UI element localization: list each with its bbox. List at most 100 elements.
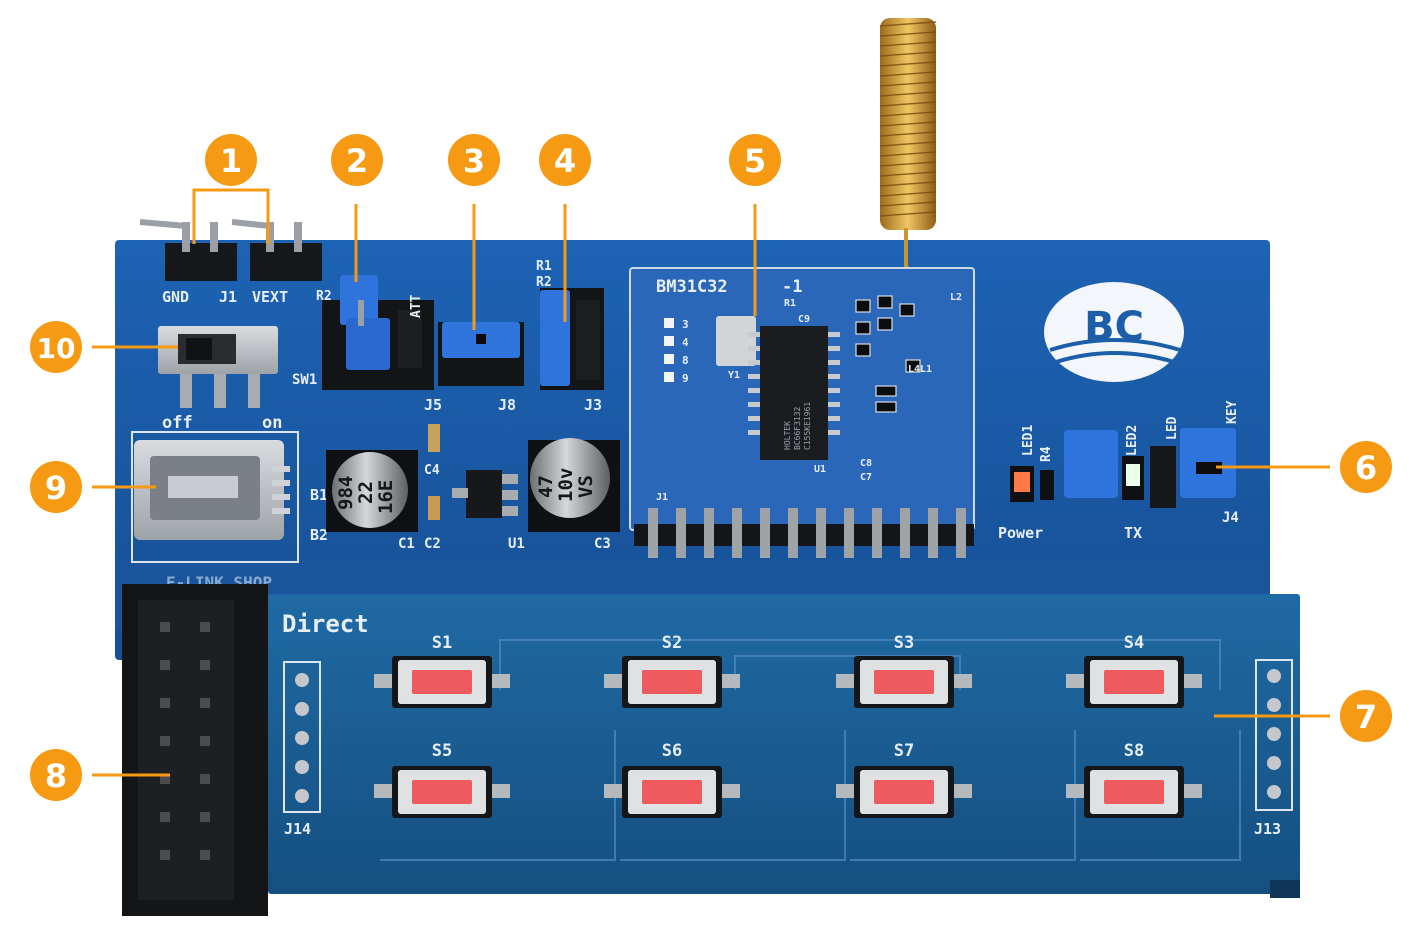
label-j4: J4	[1222, 510, 1239, 526]
label-j3: J3	[584, 396, 602, 414]
callout-9: 9	[45, 469, 67, 507]
spring-antenna	[879, 18, 937, 291]
switch-s7	[836, 766, 972, 818]
module-label-c9: C9	[798, 314, 810, 325]
callout-1: 1	[220, 142, 242, 180]
callout-8: 8	[45, 757, 67, 795]
module-label-c7: C7	[860, 472, 872, 483]
cap1-line2: 22	[355, 481, 377, 504]
led-jumper-area	[1010, 428, 1236, 508]
callout-circle-7	[1340, 690, 1392, 742]
label-s6: S6	[662, 741, 682, 761]
switch-s4	[1066, 656, 1202, 708]
bc-logo	[1044, 282, 1184, 382]
label-s5: S5	[432, 741, 452, 761]
callout-circle-4	[539, 134, 591, 186]
module-pin-9: 9	[682, 372, 689, 385]
module-label-y1: Y1	[728, 370, 740, 381]
callout-7: 7	[1355, 698, 1377, 736]
label-s1: S1	[432, 633, 452, 653]
mini-usb-port	[131, 431, 299, 563]
label-power: Power	[998, 524, 1043, 542]
capacitor-c3	[528, 438, 620, 532]
callout-circle-10	[30, 321, 82, 373]
label-b1: B1	[310, 486, 328, 504]
module-name: BM31C32	[656, 277, 728, 297]
label-j8: J8	[498, 396, 516, 414]
header-j14	[283, 661, 321, 813]
jumper-j3	[540, 288, 604, 390]
regulator-u1	[452, 470, 518, 518]
label-gnd: GND	[162, 288, 189, 306]
rf-module	[629, 267, 975, 531]
label-s2: S2	[662, 633, 682, 653]
callout-circle-6	[1340, 441, 1392, 493]
module-pin-header	[634, 508, 974, 558]
switch-s1	[374, 656, 510, 708]
label-s3: S3	[894, 633, 914, 653]
callout-1-bracket	[192, 188, 270, 198]
label-j14: J14	[284, 820, 311, 838]
callout-circle-9	[30, 461, 82, 513]
callout-6: 6	[1355, 449, 1377, 487]
callout-10: 10	[37, 332, 76, 365]
module-label-r1: R1	[784, 298, 796, 309]
label-r2: R2	[536, 275, 552, 290]
jumper-j8	[438, 322, 524, 386]
chip-text-3: C155KE1961	[803, 402, 812, 450]
label-j5: J5	[424, 396, 442, 414]
label-r4: R4	[1039, 446, 1054, 462]
label-j1: J1	[219, 288, 237, 306]
module-pin-4: 4	[682, 336, 689, 349]
jumper-block-j5	[322, 275, 434, 390]
idc-connector	[122, 584, 268, 916]
header-j13	[1255, 659, 1293, 811]
chip-text-2: BC66F3132	[793, 406, 802, 450]
callout-leaders	[92, 198, 1330, 777]
callout-2: 2	[346, 142, 368, 180]
capacitor-c1	[326, 450, 418, 532]
label-direct: Direct	[282, 610, 369, 638]
switch-s5	[374, 766, 510, 818]
logo-text: BC	[1084, 304, 1144, 350]
label-led: LED	[1165, 416, 1180, 440]
header-vext	[231, 219, 322, 281]
callout-circle-3	[448, 134, 500, 186]
module-suffix: -1	[782, 277, 802, 297]
module-label-l4l1: L4L1	[908, 364, 932, 375]
module-label-c8: C8	[860, 458, 872, 469]
label-u1: U1	[508, 536, 525, 552]
label-off: off	[162, 413, 193, 433]
label-key: KEY	[1225, 400, 1240, 424]
switch-s2	[604, 656, 740, 708]
label-sw1: SW1	[292, 372, 317, 388]
cap1-line1: 984	[335, 476, 357, 510]
label-s4: S4	[1124, 633, 1144, 653]
label-b2: B2	[310, 526, 328, 544]
label-on: on	[262, 413, 282, 433]
switch-s6	[604, 766, 740, 818]
cap2-line3: VS	[575, 475, 597, 498]
callout-4: 4	[554, 142, 576, 180]
callout-3: 3	[463, 142, 485, 180]
label-tx: TX	[1124, 524, 1142, 542]
callout-5: 5	[744, 142, 766, 180]
label-vext: VEXT	[252, 288, 288, 306]
switch-s8	[1066, 766, 1202, 818]
module-pin-3: 3	[682, 318, 689, 331]
header-j1-gnd	[139, 219, 237, 281]
slide-switch-sw1	[158, 326, 278, 408]
module-label-l2: L2	[950, 292, 962, 303]
callout-circle-5	[729, 134, 781, 186]
label-c2: C2	[424, 536, 441, 552]
chip-text-1: HOLTEK	[783, 421, 792, 450]
label-s8: S8	[1124, 741, 1144, 761]
cap2-line1: 47	[535, 475, 557, 498]
label-s7: S7	[894, 741, 914, 761]
switch-s3	[836, 656, 972, 708]
callout-circle-1	[205, 134, 257, 186]
smd-c2	[428, 496, 440, 520]
label-batt: ATT	[409, 294, 424, 318]
button-board	[268, 594, 1300, 898]
